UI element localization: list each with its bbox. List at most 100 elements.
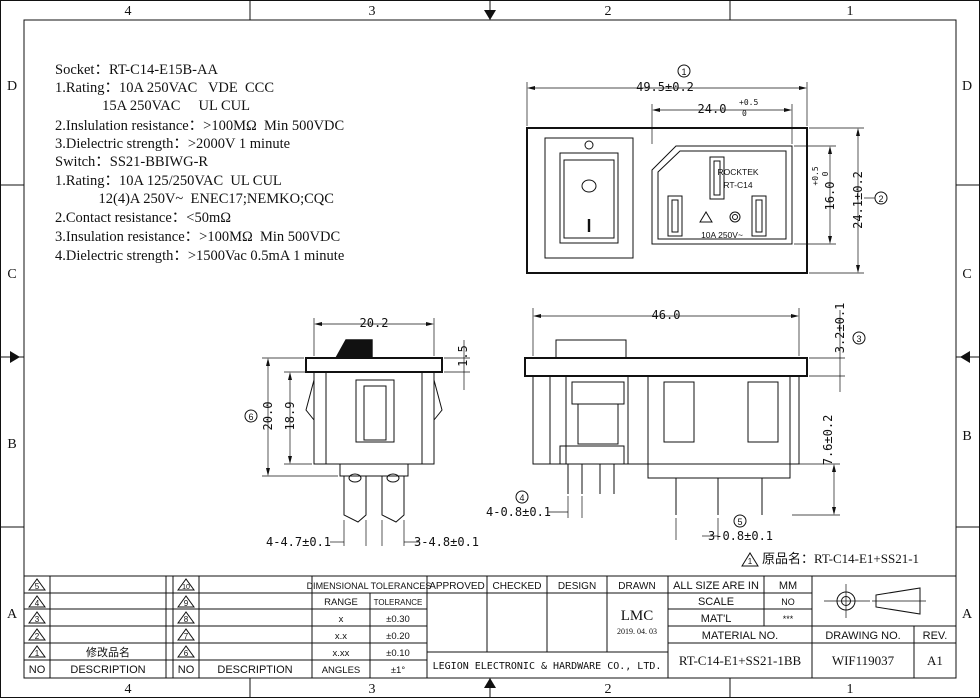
tol-range: ANGLES xyxy=(322,665,361,676)
rev-desc: 修改品名 xyxy=(86,645,130,659)
top-cutout-tol-lower: 0 xyxy=(821,171,830,176)
spec-line: Switch：SS21-BBIWG-R xyxy=(55,154,208,170)
zone-col-2-top: 2 xyxy=(605,4,612,19)
top-height-dim: 24.1±0.2 xyxy=(851,171,865,229)
list-item: 9 xyxy=(177,595,195,608)
zone-col-3-bottom: 3 xyxy=(369,682,376,697)
rev-header-desc-b: DESCRIPTION xyxy=(217,664,292,676)
rev-no: 3 xyxy=(35,615,40,624)
table-row: x.x ±0.20 xyxy=(335,631,410,642)
zone-col-1-top: 1 xyxy=(847,4,854,19)
side-width-dim: 20.2 xyxy=(360,316,389,330)
balloon-1 xyxy=(677,64,691,78)
tol-value: ±0.20 xyxy=(386,631,410,642)
zone-row-d-left: D xyxy=(7,79,17,94)
list-item: 2 xyxy=(28,628,46,641)
list-item: 7 xyxy=(177,628,195,641)
spec-line: 2.Contact resistance：<50mΩ xyxy=(55,210,231,226)
switch-off-symbol xyxy=(581,179,597,193)
original-name-text: 原品名：RT-C14-E1+SS21-1 xyxy=(762,551,919,566)
spec-line: 1.Rating：10A 125/250VAC UL CUL xyxy=(55,173,282,189)
rev-header-no-b: NO xyxy=(178,664,195,676)
list-item: 10 xyxy=(177,578,195,591)
side-view: 20.2 1.5 20.0 18.9 4-4.7±0.1 3-4.8±0.1 6 xyxy=(244,316,479,549)
rev-header-no: NO xyxy=(29,664,46,676)
drawn-label: DRAWN xyxy=(618,581,655,592)
spec-notes: Socket：RT-C14-E15B-AA 1.Rating：10A 250VA… xyxy=(55,62,344,264)
side-height-dim: 20.0 xyxy=(261,402,275,431)
socket-rating-label: 10A 250V~ xyxy=(701,230,743,240)
table-row: x ±0.30 xyxy=(339,614,410,625)
drawn-date-value: 2019. 04. 03 xyxy=(617,627,657,636)
tol-value: ±1° xyxy=(391,665,405,676)
company-name: LEGION ELECTRONIC & HARDWARE CO., LTD. xyxy=(433,661,662,672)
vde-mark-icon xyxy=(699,211,713,223)
units-label: ALL SIZE ARE IN xyxy=(673,580,759,592)
approved-label: APPROVED xyxy=(429,581,485,592)
rev-no: 2 xyxy=(35,632,40,641)
socket-brand-label: ROCKTEK xyxy=(717,167,758,177)
tolerance-header: DIMENSIONAL TOLERANCES xyxy=(307,581,432,591)
top-view: ROCKTEK RT-C14 10A 250V~ 49.5±0.2 24.0 +… xyxy=(526,64,888,274)
balloon-6-label: 6 xyxy=(248,412,253,422)
tol-value: ±0.30 xyxy=(386,614,410,625)
list-item: 5 xyxy=(28,578,46,591)
balloon-4 xyxy=(515,490,529,504)
side-pin-dim-right: 3-4.8±0.1 xyxy=(414,535,479,549)
front-socket-pin-dim: 3-0.8±0.1 xyxy=(708,529,773,543)
spec-line: 15A 250VAC UL CUL xyxy=(55,98,250,114)
list-item: 8 xyxy=(177,611,195,624)
spec-line: Socket：RT-C14-E15B-AA xyxy=(55,62,218,78)
socket-model-label: RT-C14 xyxy=(723,180,752,190)
front-top-dim: 3.2±0.1 xyxy=(833,303,847,354)
list-item: 1 修改品名 xyxy=(28,645,130,659)
balloon-3 xyxy=(852,331,866,345)
list-item: 4 xyxy=(28,595,46,608)
table-row: x.xx ±0.10 xyxy=(333,648,410,659)
zone-row-a-right: A xyxy=(962,607,973,622)
rev-no: 5 xyxy=(35,582,40,591)
balloon-2-label: 2 xyxy=(878,194,883,204)
spec-line: 12(4)A 250V~ ENEC17;NEMKO;CQC xyxy=(55,191,334,207)
rev-no: 8 xyxy=(184,615,189,624)
checked-label: CHECKED xyxy=(493,581,542,592)
front-pin-length-dim: 7.6±0.2 xyxy=(821,415,835,466)
zone-row-b-left: B xyxy=(7,437,16,452)
table-row: ANGLES ±1° xyxy=(322,665,406,676)
front-switch-pin-dim: 4-0.8±0.1 xyxy=(486,505,551,519)
rev-list-b: 10 9 8 7 xyxy=(177,578,195,658)
balloon-3-label: 3 xyxy=(856,334,861,344)
ccc-mark-icon xyxy=(729,211,741,223)
spec-line: 4.Dielectric strength：>1500Vac 0.5mA 1 m… xyxy=(55,248,344,264)
tol-range: x.xx xyxy=(333,648,350,659)
zone-labels: 4 3 2 1 4 3 2 1 D C B A D C B A xyxy=(7,4,973,697)
spec-line: 3.Dielectric strength：>2000V 1 minute xyxy=(55,136,290,152)
front-width-dim: 46.0 xyxy=(652,308,681,322)
zone-col-4-bottom: 4 xyxy=(125,682,132,697)
rev-no: 1 xyxy=(35,649,40,658)
zone-row-a-left: A xyxy=(7,607,18,622)
top-cutout-dim: 16.0 xyxy=(823,182,837,211)
spec-line: 3.Insulation resistance：>100MΩ Min 500VD… xyxy=(55,229,340,245)
balloon-4-label: 4 xyxy=(519,493,524,503)
rev-header-desc: DESCRIPTION xyxy=(70,664,145,676)
tol-range: x.x xyxy=(335,631,347,642)
revision-triangle-label: 1 xyxy=(748,557,753,566)
drawing-no-label: DRAWING NO. xyxy=(825,630,900,642)
rev-value: A1 xyxy=(927,653,943,668)
side-top-dim: 1.5 xyxy=(456,345,470,367)
material-label: MAT'L xyxy=(701,613,732,625)
rev-list-a: 5 4 3 2 xyxy=(28,578,130,659)
tol-value: ±0.10 xyxy=(386,648,410,659)
list-item: 6 xyxy=(177,645,195,658)
rev-no: 10 xyxy=(182,584,190,591)
top-cutout-tol-upper: +0.5 xyxy=(811,166,820,185)
top-width-dim: 49.5±0.2 xyxy=(636,80,694,94)
original-name-note: 1 原品名：RT-C14-E1+SS21-1 xyxy=(741,551,919,567)
material-value: *** xyxy=(783,614,794,624)
drawn-by-value: LMC xyxy=(621,608,654,624)
rev-no: 9 xyxy=(184,599,189,608)
rev-no: 4 xyxy=(35,599,40,608)
balloon-5 xyxy=(733,514,747,528)
